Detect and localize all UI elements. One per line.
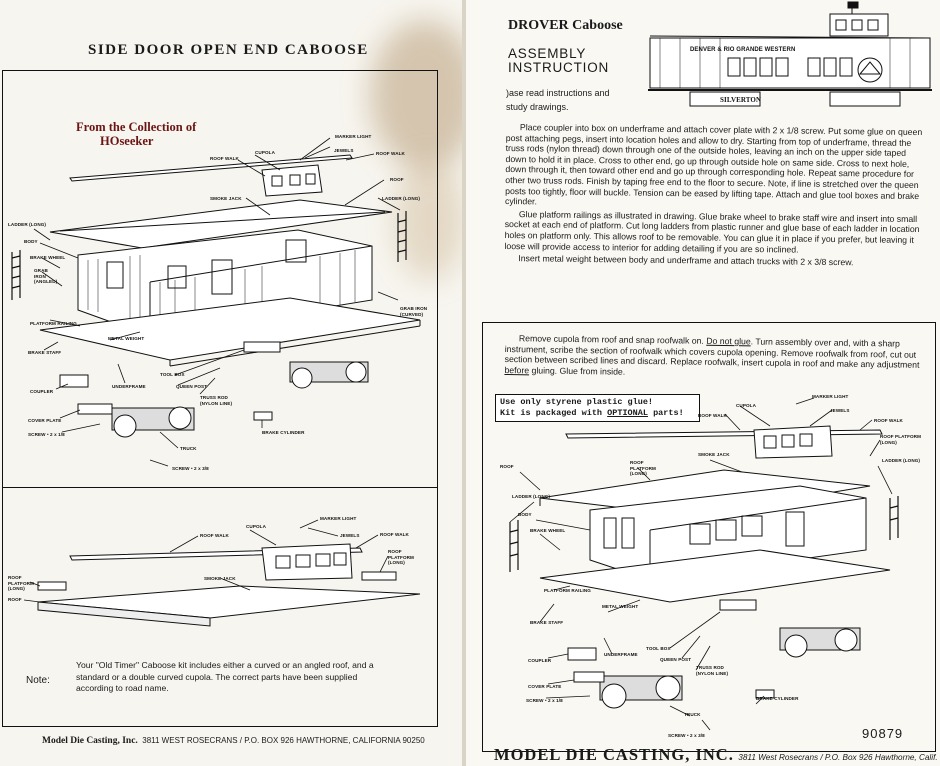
styrene-glue-notice: Use only styrene plastic glue! Kit is pa… bbox=[495, 394, 700, 422]
water-stain bbox=[370, 20, 462, 170]
page-number: 90879 bbox=[862, 726, 904, 741]
label-brake-staff: BRAKE STAFF bbox=[28, 350, 62, 355]
label2-roof: ROOF bbox=[8, 597, 22, 602]
r-label-queen-post: QUEEN POST bbox=[660, 657, 692, 662]
left-footer-brand: Model Die Casting, Inc. bbox=[42, 736, 138, 746]
r-label-coupler: COUPLER bbox=[528, 658, 552, 663]
r-label-screw-1-8: SCREW • 2 x 1/8 bbox=[526, 698, 563, 703]
right-footer: MODEL DIE CASTING, INC. 3811 West Rosecr… bbox=[494, 745, 940, 765]
label-smoke-jack: SMOKE JACK bbox=[210, 196, 242, 201]
drover-caboose-illustration bbox=[648, 1, 932, 107]
right-footer-address: 3811 West Rosecrans / P.O. Box 926 Hawth… bbox=[738, 753, 940, 762]
label-truss-rod: TRUSS ROD (NYLON LINE) bbox=[200, 395, 233, 406]
r-label-ladder-long-left: LADDER (LONG) bbox=[512, 494, 551, 499]
right-diagram-frame bbox=[482, 322, 936, 752]
cupola-instructions: Remove cupola from roof and snap roofwal… bbox=[504, 333, 920, 377]
car-road-name: DENVER & RIO GRANDE WESTERN bbox=[690, 47, 796, 53]
left-footer: Model Die Casting, Inc. 3811 WEST ROSECR… bbox=[42, 736, 425, 746]
assembly-heading: ASSEMBLY INSTRUCTION bbox=[508, 46, 610, 75]
label-ladder-long-left: LADDER (LONG) bbox=[8, 222, 47, 227]
label-ladder-long-right: LADDER (LONG) bbox=[382, 196, 421, 201]
label2-marker-light: MARKER LIGHT bbox=[320, 516, 357, 521]
label-grab-iron-angled: GRAB IRON (ANGLED) bbox=[34, 268, 58, 284]
label2-jewels: JEWELS bbox=[340, 533, 360, 538]
r-label-jewels: JEWELS bbox=[830, 408, 850, 413]
instruction-paragraph: Glue platform railings as illustrated in… bbox=[504, 208, 920, 255]
left-title: SIDE DOOR OPEN END CABOOSE bbox=[88, 42, 369, 58]
left-footer-address: 3811 WEST ROSECRANS / P.O. BOX 926 HAWTH… bbox=[142, 736, 425, 745]
collection-stamp: From the Collection of HOseeker bbox=[76, 120, 197, 148]
label-roof: ROOF bbox=[390, 177, 404, 182]
page-gutter bbox=[462, 0, 466, 766]
label-platform-railing: PLATFORM RAILING bbox=[30, 321, 77, 326]
label2-smoke-jack: SMOKE JACK bbox=[204, 576, 236, 581]
label-marker-light: MARKER LIGHT bbox=[335, 134, 372, 139]
label2-roof-walk-right: ROOF WALK bbox=[380, 532, 409, 537]
label2-roof-platform-left: ROOF PLATFORM (LONG) bbox=[8, 575, 34, 591]
r-label-roof: ROOF bbox=[500, 464, 514, 469]
r-label-brake-cylinder: BRAKE CYLINDER bbox=[756, 696, 799, 701]
label-tool-box: TOOL BOX bbox=[160, 372, 185, 377]
label-underframe: UNDERFRAME bbox=[112, 384, 146, 389]
label-queen-post: QUEEN POST bbox=[176, 384, 208, 389]
r-label-brake-staff: BRAKE STAFF bbox=[530, 620, 564, 625]
label-brake-cylinder: BRAKE CYLINDER bbox=[262, 430, 305, 435]
label2-roof-walk: ROOF WALK bbox=[200, 533, 229, 538]
r-label-brake-wheel: BRAKE WHEEL bbox=[530, 528, 566, 533]
label-coupler: COUPLER bbox=[30, 389, 54, 394]
r-label-roof-platform-right: ROOF PLATFORM (LONG) bbox=[880, 434, 922, 445]
label-cupola: CUPOLA bbox=[255, 150, 275, 155]
label2-roof-platform-right: ROOF PLATFORM (LONG) bbox=[388, 549, 414, 565]
r-label-roof-platform-left: ROOF PLATFORM (LONG) bbox=[630, 460, 656, 476]
label-grab-iron-curved: GRAB IRON (CURVED) bbox=[400, 306, 428, 317]
right-title: DROVER Caboose bbox=[508, 18, 623, 33]
r-label-body: BODY bbox=[518, 512, 532, 517]
r-label-truck: TRUCK bbox=[684, 712, 701, 717]
label-roof-walk: ROOF WALK bbox=[210, 156, 239, 161]
right-page bbox=[466, 0, 940, 766]
read-note: )ase read instructions and study drawing… bbox=[506, 88, 610, 112]
label-body: BODY bbox=[24, 239, 38, 244]
instruction-paragraph: Place coupler into box on underframe and… bbox=[504, 122, 923, 207]
label-brake-wheel: BRAKE WHEEL bbox=[30, 255, 66, 260]
diagram-frame-roof bbox=[2, 487, 438, 727]
drover-exploded-diagram bbox=[509, 397, 899, 731]
r-label-ladder-long-right: LADDER (LONG) bbox=[882, 458, 921, 463]
label-screw-3-8: SCREW • 2 x 3/8 bbox=[172, 466, 209, 471]
label-jewels: JEWELS bbox=[334, 148, 354, 153]
car-name: SILVERTON bbox=[720, 96, 762, 104]
r-label-screw-3-8: SCREW • 2 x 3/8 bbox=[668, 733, 705, 738]
r-label-cupola: CUPOLA bbox=[736, 403, 756, 408]
note-label: Note: bbox=[26, 675, 50, 686]
r-label-tool-box: TOOL BOX bbox=[646, 646, 671, 651]
r-label-roof-walk: ROOF WALK bbox=[698, 413, 727, 418]
r-label-roof-walk-right: ROOF WALK bbox=[874, 418, 903, 423]
r-label-smoke-jack: SMOKE JACK bbox=[698, 452, 730, 457]
instruction-paragraph: Insert metal weight between body and und… bbox=[518, 253, 854, 268]
label-metal-weight: METAL WEIGHT bbox=[108, 336, 145, 341]
r-label-metal-weight: METAL WEIGHT bbox=[602, 604, 639, 609]
assembly-instructions: Place coupler into box on underframe and… bbox=[504, 122, 924, 271]
label-roof-walk-right: ROOF WALK bbox=[376, 151, 405, 156]
label2-cupola: CUPOLA bbox=[246, 524, 266, 529]
label-cover-plate: COVER PLATE bbox=[28, 418, 62, 423]
r-label-underframe: UNDERFRAME bbox=[604, 652, 638, 657]
r-label-platform-railing: PLATFORM RAILING bbox=[544, 588, 591, 593]
note-text: Your "Old Timer" Caboose kit includes ei… bbox=[76, 660, 374, 693]
r-label-marker-light: MARKER LIGHT bbox=[812, 394, 849, 399]
r-label-truss-rod: TRUSS ROD (NYLON LINE) bbox=[696, 665, 729, 676]
r-label-cover-plate: COVER PLATE bbox=[528, 684, 562, 689]
label-screw-1-8: SCREW • 2 x 1/8 bbox=[28, 432, 65, 437]
right-footer-brand: MODEL DIE CASTING, INC. bbox=[494, 745, 734, 764]
caboose-exploded-diagram bbox=[11, 137, 421, 627]
label-truck: TRUCK bbox=[180, 446, 197, 451]
